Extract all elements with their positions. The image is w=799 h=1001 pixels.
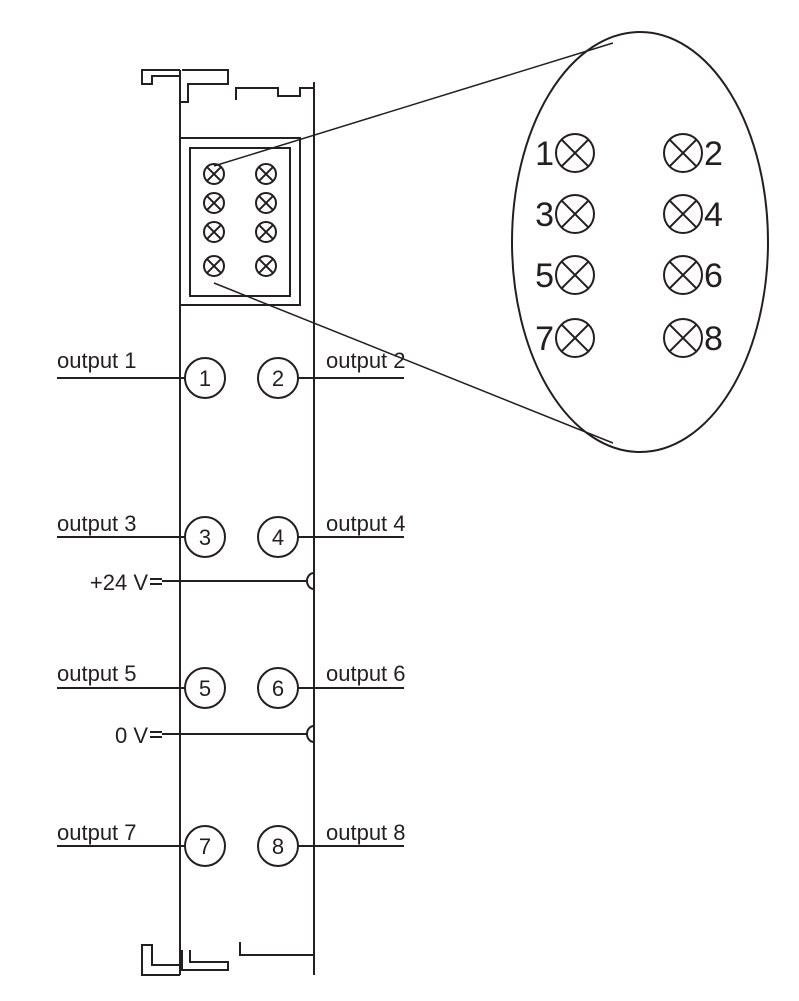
bus-24v-contact bbox=[306, 572, 315, 590]
led-array-magnified: 1 2 3 4 5 6 7 8 bbox=[535, 133, 723, 358]
bottom-latch-left bbox=[141, 944, 180, 976]
led-array-small bbox=[203, 163, 277, 277]
small-led-3-icon bbox=[203, 192, 225, 214]
label-output-2: output 2 bbox=[326, 348, 406, 373]
magnified-led-number: 5 bbox=[535, 257, 554, 295]
magnified-led-3-icon bbox=[555, 194, 595, 234]
small-led-7-icon bbox=[203, 255, 225, 277]
small-led-6-icon bbox=[255, 221, 277, 243]
magnified-led-number: 1 bbox=[535, 135, 554, 173]
small-led-4-icon bbox=[255, 192, 277, 214]
magnified-led-5-icon bbox=[555, 255, 595, 295]
terminal-4: 4 bbox=[257, 516, 299, 558]
label-output-1: output 1 bbox=[57, 348, 137, 373]
magnified-led-7-icon bbox=[555, 318, 595, 358]
terminal-number: 4 bbox=[272, 525, 284, 550]
led-window-inner bbox=[189, 147, 291, 297]
terminal-number: 5 bbox=[199, 676, 211, 701]
magnified-led-8-icon bbox=[663, 318, 703, 358]
label-output-3: output 3 bbox=[57, 511, 137, 536]
top-latch-right bbox=[235, 87, 314, 100]
terminal-3: 3 bbox=[184, 516, 226, 558]
small-led-2-icon bbox=[255, 163, 277, 185]
terminal-number: 6 bbox=[272, 676, 284, 701]
magnified-led-2-icon bbox=[663, 133, 703, 173]
magnified-led-1-icon bbox=[555, 133, 595, 173]
terminal-1: 1 bbox=[184, 357, 226, 399]
terminal-5: 5 bbox=[184, 667, 226, 709]
terminal-group: 1 2 3 4 5 6 7 8 bbox=[184, 357, 299, 867]
label-output-8: output 8 bbox=[326, 820, 406, 845]
magnified-led-view bbox=[511, 31, 769, 453]
terminal-number: 8 bbox=[272, 834, 284, 859]
magnified-led-number: 7 bbox=[535, 320, 554, 358]
magnified-led-number: 4 bbox=[704, 196, 723, 234]
terminal-number: 3 bbox=[199, 525, 211, 550]
led-window-outer bbox=[179, 137, 301, 306]
label-output-6: output 6 bbox=[326, 661, 406, 686]
magnified-led-number: 6 bbox=[704, 257, 723, 295]
label-output-4: output 4 bbox=[326, 511, 406, 536]
magnified-led-number: 8 bbox=[704, 320, 723, 358]
magnified-led-number: 3 bbox=[535, 196, 554, 234]
terminal-8: 8 bbox=[257, 825, 299, 867]
terminal-2: 2 bbox=[257, 357, 299, 399]
magnified-led-4-icon bbox=[663, 194, 703, 234]
bottom-latch-center bbox=[181, 950, 229, 971]
terminal-number: 1 bbox=[199, 366, 211, 391]
terminal-6: 6 bbox=[257, 667, 299, 709]
top-latch-left bbox=[141, 69, 180, 85]
small-led-5-icon bbox=[203, 221, 225, 243]
label-output-5: output 5 bbox=[57, 661, 137, 686]
bus-0v-contact bbox=[306, 725, 315, 743]
label-output-7: output 7 bbox=[57, 820, 137, 845]
terminal-number: 7 bbox=[199, 834, 211, 859]
small-led-8-icon bbox=[255, 255, 277, 277]
magnifier-line-top bbox=[213, 42, 614, 167]
label-0v: 0 V bbox=[115, 723, 148, 748]
small-led-1-icon bbox=[203, 163, 225, 185]
label-plus-24v: +24 V bbox=[90, 570, 148, 595]
magnified-led-number: 2 bbox=[704, 135, 723, 173]
bottom-latch-right bbox=[239, 942, 314, 956]
magnified-led-6-icon bbox=[663, 255, 703, 295]
terminal-number: 2 bbox=[272, 366, 284, 391]
magnifier-line-bottom bbox=[213, 282, 614, 444]
terminal-7: 7 bbox=[184, 825, 226, 867]
top-latch-center bbox=[180, 69, 229, 103]
